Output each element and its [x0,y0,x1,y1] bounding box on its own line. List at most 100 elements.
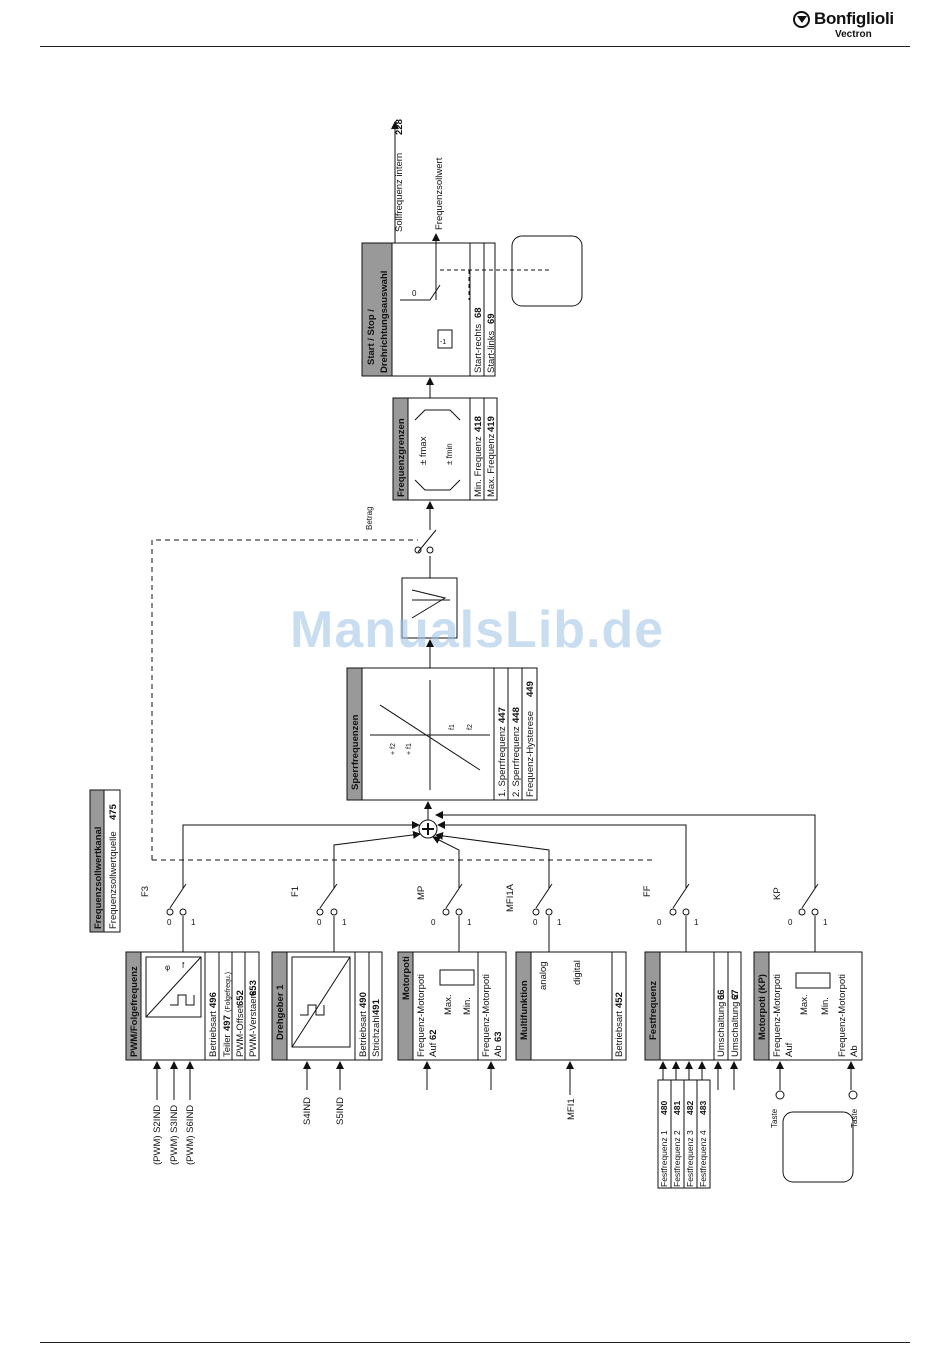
sw-kp: KP [772,887,783,900]
input-taste1: Taste [770,1108,779,1128]
fixed-0-num: 480 [659,1101,669,1115]
pwm-n3: 652 [235,990,246,1006]
sw-f1-one: 1 [342,918,347,927]
sw-ff: FF [642,885,653,897]
dreh-p1: Betriebsart [358,1011,369,1057]
sperr-p3: Frequenz-Hysterese [525,711,536,797]
out-sollwert: Frequenzsollwert [434,157,445,230]
grenz-p1: Min. Frequenz [473,436,484,497]
multi-analog: analog [538,961,549,990]
grenz-fmax: ± fmax [418,436,429,465]
multifunktion-block [515,951,627,1061]
grenz-p2: Max. Frequenz [486,433,497,497]
start-zero: 0 [412,289,417,298]
multi-p1: Betriebsart [614,1011,625,1057]
sw-f3: F3 [140,886,151,897]
sperr-f2: f2 [467,724,474,730]
pwm-title: PWM/Folgefrequenz [129,966,140,1057]
dreh-p2: Strichzahl [371,1015,382,1057]
channel-source: Frequenzsollwertquelle [108,831,119,929]
sw-mp-zero: 0 [431,918,436,927]
pwm-p1: Betriebsart [208,1011,219,1057]
sw-kp-zero: 0 [788,918,793,927]
sperr-n2: 448 [511,707,522,723]
grenz-fmin: ± fmin [445,443,454,465]
pwm-n2: 497 [222,1015,233,1031]
mp-auf2: Auf [428,1042,439,1057]
pwm-phi: φ [165,963,170,972]
input-s4: S4IND [302,1097,313,1125]
drehgeber-block [271,951,383,1061]
keypad-icon [782,1111,854,1183]
brand-logo: Bonfiglioli Vectron [793,9,913,43]
sperr-pf1: + f1 [406,743,413,755]
start-title2: Drehrichtungsauswahl [379,271,390,373]
sw-mfi-one: 1 [557,918,562,927]
sperr-n3: 449 [525,681,536,697]
sperr-pf2: + f2 [390,743,397,755]
logo-icon [793,11,810,28]
start-neg: -1 [440,339,446,346]
fest-title: Festfrequenz [648,981,659,1040]
sperr-p1: 1. Sperrfrequenz [497,726,508,797]
dreh-title: Drehgeber 1 [275,984,286,1040]
sw-mfi-zero: 0 [533,918,538,927]
brand-sub: Vectron [835,29,872,40]
mp-title: Motorpoti [401,956,412,1000]
start-title1: Start / Stop / [366,309,377,365]
kp-min: Min. [820,997,831,1015]
fixed-1-num: 481 [672,1101,682,1115]
sperrfrequenzen-block [346,667,538,801]
fixed-2-label: Festfrequenz 3 [685,1130,695,1187]
keypad-icon-2 [511,235,583,307]
sperr-title: Sperrfrequenzen [350,714,361,790]
sw-mfi1a: MFI1A [505,883,516,912]
input-mfi: MFI1 [566,1098,577,1120]
channel-source-num: 475 [108,803,119,820]
mp-ab-n: 63 [493,1031,504,1042]
kp-auf: Frequenz-Motorpoti [772,974,783,1057]
mp-max: Max. [443,994,454,1015]
sw-f1-zero: 0 [317,918,322,927]
kp-ab: Frequenz-Motorpoti [837,974,848,1057]
header-rule [40,46,910,47]
pwm-p3: PWM-Offset [235,1005,246,1057]
pwm-block [125,951,260,1061]
festfrequenz-block [644,951,742,1061]
sw-mp-one: 1 [467,918,472,927]
grenz-n1: 418 [473,416,484,432]
mp-ab2: Ab [493,1045,504,1057]
pwm-p4: PWM-Verstaerk. [248,988,259,1057]
out-intern-num: 228 [394,119,405,135]
sw-f1: F1 [290,886,301,897]
pwm-p2: Teiler [222,1034,233,1057]
fixed-3-label: Festfrequenz 4 [698,1130,708,1187]
pwm-n1: 496 [208,992,219,1008]
sw-ff-zero: 0 [657,918,662,927]
grenz-title: Frequenzgrenzen [396,418,407,497]
fixed-3-num: 483 [698,1101,708,1115]
input-s5: S5IND [335,1097,346,1125]
sw-ff-one: 1 [694,918,699,927]
kp-title: Motorpoti (KP) [757,974,768,1040]
multi-digital: digital [572,960,583,985]
sperr-n1: 447 [497,707,508,723]
fixed-1-label: Festfrequenz 2 [672,1130,682,1187]
input-s6: (PWM) S6IND [185,1105,196,1165]
fest-u1: Umschaltung 1 [716,994,727,1057]
channel-title: Frequenzsollwertkanal [93,827,104,929]
mp-min: Min. [462,997,473,1015]
watermark: ManualsLib.de [290,601,665,659]
fixed-0-label: Festfrequenz 1 [659,1130,669,1187]
dreh-n2: 491 [371,998,382,1015]
pwm-f: f [182,961,185,970]
start-p2: Start-links [486,331,497,373]
mp-auf: Frequenz-Motorpoti [416,974,427,1057]
sw-kp-one: 1 [823,918,828,927]
grenz-n2: 419 [486,416,497,432]
start-n1: 68 [473,307,484,318]
sperr-f1: f1 [449,724,456,730]
kp-max: Max. [799,994,810,1015]
betrag-label: Betrag [365,506,374,530]
